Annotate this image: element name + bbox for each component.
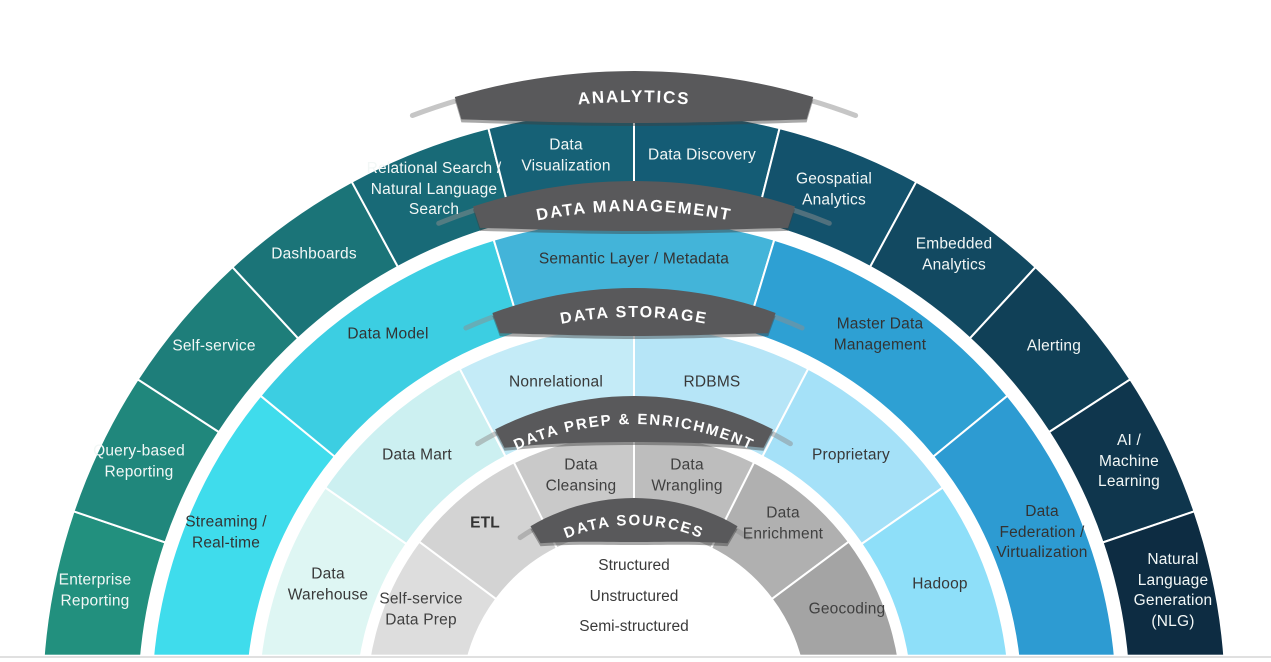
segment-hadoop	[860, 486, 1009, 662]
banner-data-storage: DATA STORAGE	[463, 288, 805, 339]
segment-natural-language-generation-nlg	[1101, 510, 1226, 662]
banner-data-sources: DATA SOURCES	[517, 498, 751, 547]
banner-data-management: DATA MANAGEMENT	[436, 181, 832, 234]
banner-data-management-ribbon	[473, 181, 795, 231]
ring-data-storage	[259, 324, 1009, 662]
segment-geocoding	[770, 540, 900, 662]
segment-data-federation-virtualization	[931, 394, 1117, 662]
banner-analytics-label: ANALYTICS	[577, 87, 689, 109]
banner-data-sources-ribbon	[530, 498, 738, 544]
banner-data-prep-enrichment-ribbon	[495, 396, 773, 448]
bottom-cut	[0, 654, 1271, 662]
banner-data-storage-ribbon	[492, 288, 776, 336]
svg-text:ANALYTICS: ANALYTICS	[577, 87, 691, 109]
banner-analytics-ribbon	[454, 71, 814, 123]
banner-analytics: ANALYTICS	[409, 71, 859, 126]
